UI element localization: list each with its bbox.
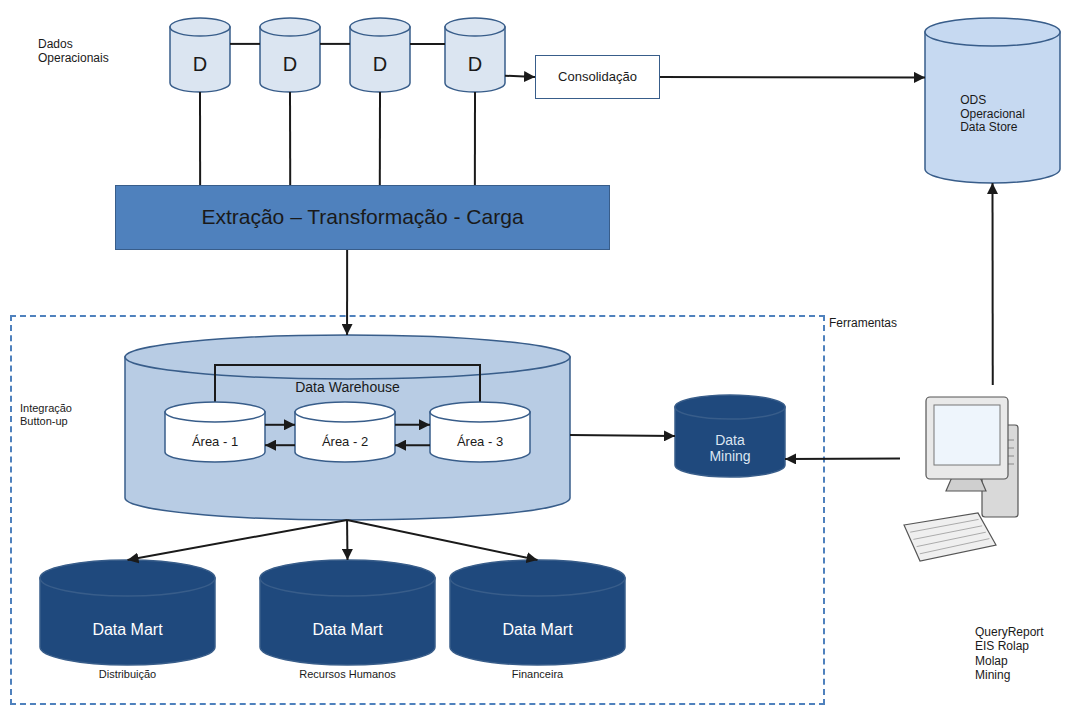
cylinder-top <box>350 18 410 36</box>
connector <box>347 520 537 560</box>
cylinder-top <box>430 402 530 422</box>
node-label: Área - 3 <box>457 435 503 450</box>
node-caption: Financeira <box>512 668 563 681</box>
connector <box>785 458 900 460</box>
data-mart-database-outline <box>260 560 435 665</box>
data-mart-database: Data MartRecursos Humanos <box>260 560 435 665</box>
cylinder-top <box>295 402 395 422</box>
source-database: D <box>350 18 410 92</box>
group-label: Integração Button-up <box>20 402 104 427</box>
node-label: Extração – Transformação - Carga <box>201 205 523 229</box>
connector <box>230 43 260 45</box>
data-mart-database-outline <box>450 560 625 665</box>
connector <box>199 92 201 185</box>
cylinder-top <box>450 560 625 596</box>
cylinder-top <box>125 335 570 379</box>
node-label: Data Mart <box>92 621 162 639</box>
node-label: D <box>193 53 207 76</box>
node-label: Área - 2 <box>322 435 368 450</box>
node-label: D <box>468 53 482 76</box>
connector <box>410 43 445 45</box>
cylinder-top <box>925 18 1060 46</box>
cylinder-top <box>170 18 230 36</box>
connector <box>660 76 925 78</box>
cylinder-body <box>925 32 1060 183</box>
tools-region: Área - 1 Área - 2 Área - 3 Data WarehouseDa… <box>10 315 825 705</box>
node-label: Consolidação <box>558 70 637 85</box>
connector <box>379 92 381 185</box>
etl-band: Extração – Transformação - Carga <box>115 185 610 250</box>
node-caption: Recursos Humanos <box>299 668 396 681</box>
warehouse-database: Área - 1 Área - 2 Área - 3 Data Warehouse <box>125 335 570 520</box>
connector <box>505 76 535 77</box>
node-label: Data Warehouse <box>295 379 400 395</box>
source-database: D <box>260 18 320 92</box>
node-label: Área - 1 <box>192 435 238 450</box>
cylinder-top <box>445 18 505 36</box>
computer-icon <box>904 397 1018 561</box>
connector <box>346 250 348 335</box>
node-label: Data Mart <box>312 621 382 639</box>
data-mining-database: Data Mining <box>675 395 785 477</box>
data-mart-database: Data MartFinanceira <box>450 560 625 665</box>
area-database-outline <box>165 402 265 462</box>
area-bracket <box>215 365 480 402</box>
data-mart-database-outline <box>40 560 215 665</box>
client-computer: QueryReport EIS Rolap Molap Mining <box>900 385 1075 705</box>
node-label: QueryReport EIS Rolap Molap Mining <box>975 625 1044 683</box>
node-label: Data Mining <box>709 432 750 464</box>
cylinder-top <box>260 18 320 36</box>
cylinder-body <box>125 357 570 520</box>
area-database-outline <box>430 402 530 462</box>
ods-database: ODS Operacional Data Store <box>925 18 1060 183</box>
connector <box>570 435 675 436</box>
group-label: Dados Operacionais <box>38 38 109 66</box>
connector <box>346 520 348 560</box>
source-database: D <box>170 18 230 92</box>
connector <box>992 183 994 385</box>
node-label: D <box>283 53 297 76</box>
node-label: ODS Operacional Data Store <box>960 94 1025 135</box>
node-label: D <box>373 53 387 76</box>
node-label: Data Mart <box>502 621 572 639</box>
node-caption: Distribuição <box>99 668 156 681</box>
area-database-outline <box>295 402 395 462</box>
cylinder-top <box>260 560 435 596</box>
node-label: Ferramentas <box>829 317 897 331</box>
cylinder-top <box>40 560 215 596</box>
cylinder-top <box>165 402 265 422</box>
area-database: Área - 1 <box>165 402 265 462</box>
connector <box>474 92 476 185</box>
cylinder-top <box>675 395 785 419</box>
source-database: D <box>445 18 505 92</box>
area-database: Área - 2 <box>295 402 395 462</box>
connector <box>320 43 350 45</box>
process-box: Consolidação <box>535 55 660 99</box>
ods-database-outline <box>925 18 1060 183</box>
connector <box>289 92 291 185</box>
data-mart-database: Data MartDistribuição <box>40 560 215 665</box>
area-database: Área - 3 <box>430 402 530 462</box>
connector <box>128 520 348 560</box>
